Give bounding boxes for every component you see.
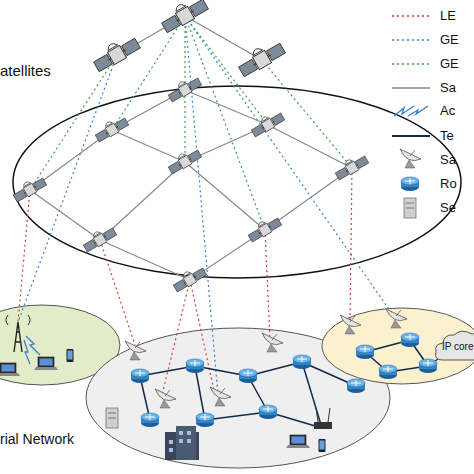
legend-text: Sa — [440, 80, 456, 95]
geo-leo-links — [30, 16, 352, 230]
legend-text: Ro — [440, 176, 457, 191]
leo-links — [30, 90, 352, 280]
leo-ground-links — [18, 168, 352, 395]
legend-samples — [392, 16, 430, 218]
legend-text: Sa — [440, 152, 456, 167]
geo-links — [117, 16, 262, 60]
region-label: rial Network — [0, 431, 74, 447]
core-region — [322, 308, 474, 384]
legend-text: GE — [440, 56, 459, 71]
legend-text: Ac — [440, 103, 455, 118]
cloud-node: IP core — [434, 330, 474, 364]
terrestrial-links — [140, 340, 448, 428]
leo-satellites — [11, 74, 369, 293]
cloud-label: IP core — [442, 341, 474, 352]
geo-ground-links — [18, 16, 395, 395]
legend-text: LE — [440, 8, 456, 23]
access-devices — [0, 315, 74, 376]
legend-text: Se — [440, 200, 456, 215]
legend-text: GE — [440, 32, 459, 47]
core-devices — [340, 309, 437, 379]
legend-text: Te — [440, 128, 454, 143]
geo-satellites — [90, 0, 286, 78]
region-label: atellites — [0, 62, 51, 79]
terrestrial-devices — [106, 333, 365, 460]
